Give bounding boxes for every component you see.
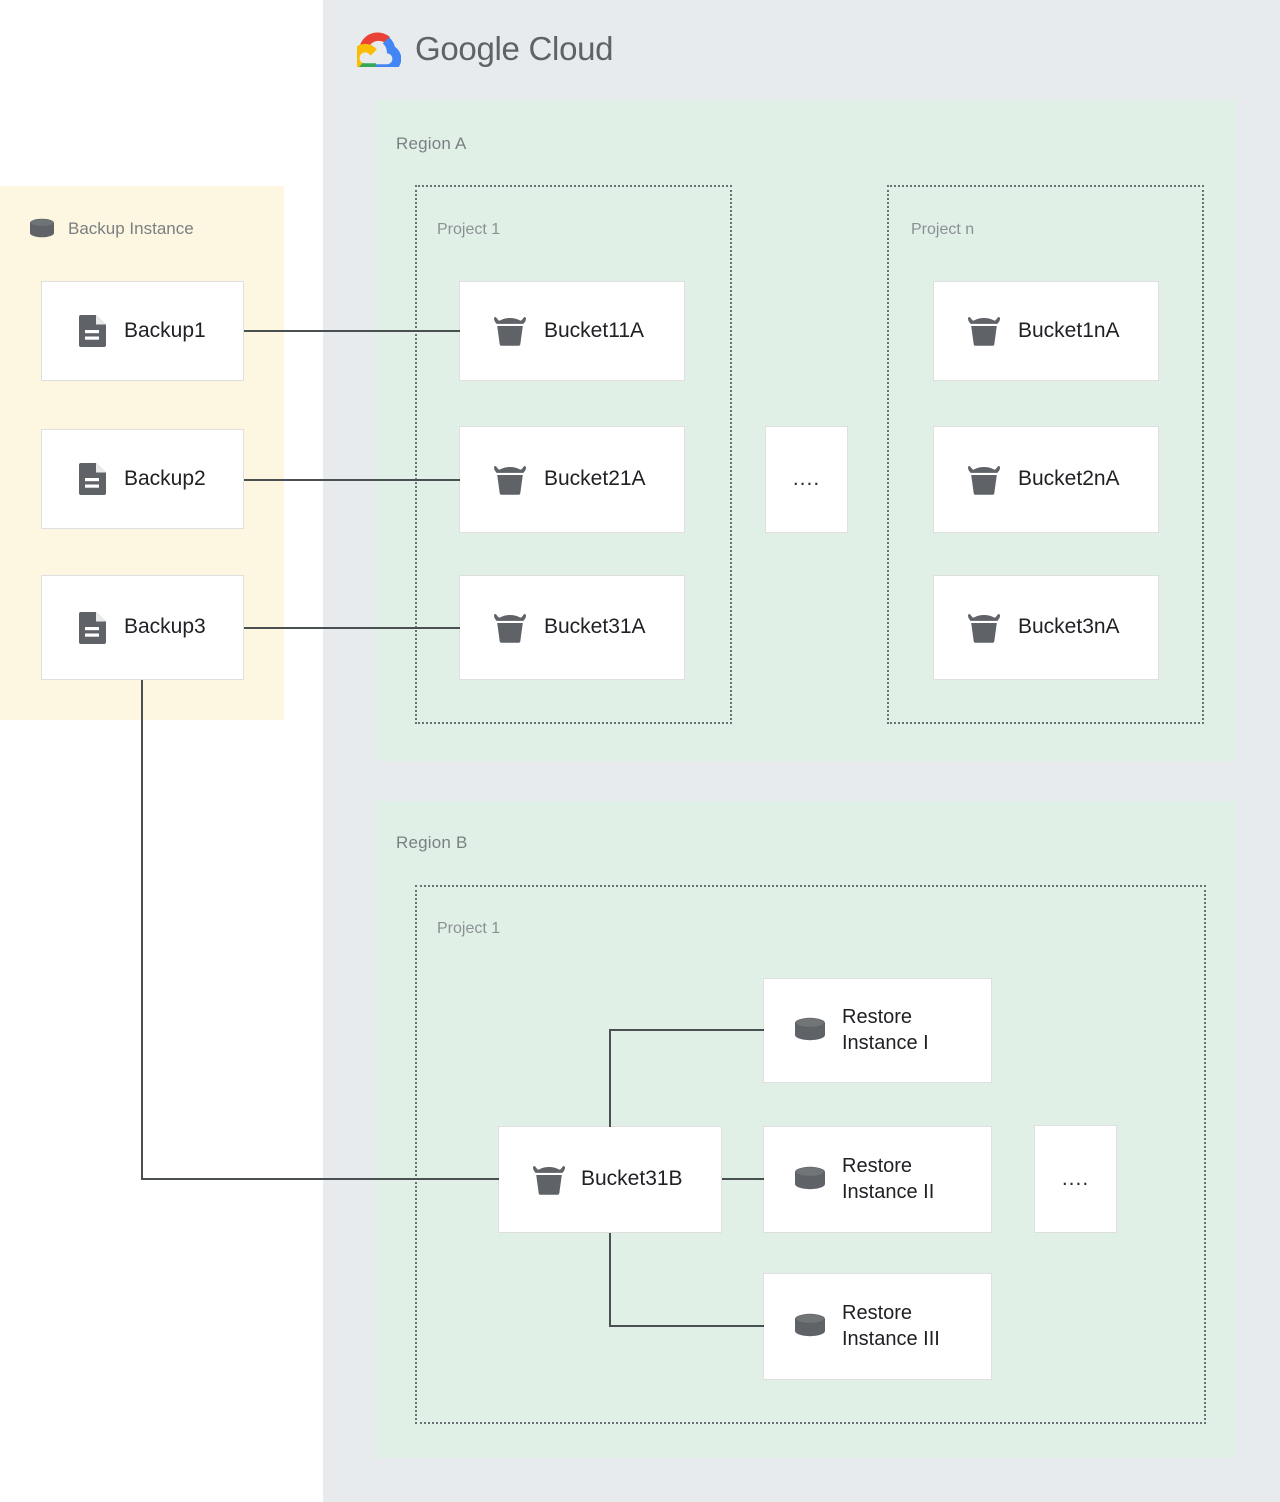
restore-instance-1-line1: Restore: [842, 1005, 913, 1028]
region-b-label: Region B: [396, 833, 468, 852]
project-1-region-a-label: Project 1: [437, 221, 501, 238]
bucket-card-31b[interactable]: Bucket31B: [498, 1126, 722, 1233]
backup-card-2-label: Backup2: [124, 466, 206, 490]
database-cylinder-icon: [792, 1312, 828, 1342]
project-n-region-a-label: Project n: [911, 221, 975, 238]
connector-backup3-to-bucket31b-horizontal: [141, 1178, 499, 1180]
restore-instance-2-line1: Restore: [842, 1154, 913, 1177]
connector-bucket31b-to-restore1-horizontal: [609, 1029, 764, 1031]
bucket-icon: [492, 315, 528, 347]
bucket-card-11a-label: Bucket11A: [544, 318, 645, 342]
document-icon: [78, 462, 108, 496]
bucket-card-3na-label: Bucket3nA: [1018, 615, 1120, 639]
brand-name-cloud: Cloud: [528, 30, 614, 67]
connector-bucket31b-to-restore3-horizontal: [609, 1325, 764, 1327]
bucket-card-2na[interactable]: Bucket2nA: [933, 426, 1159, 533]
ellipsis-card-region-b: ....: [1034, 1125, 1117, 1233]
project-n-region-a-boundary: [887, 185, 1204, 724]
connector-bucket31b-to-restore2: [722, 1178, 764, 1180]
bucket-icon: [492, 464, 528, 496]
restore-instance-card-1[interactable]: Restore Instance I: [763, 978, 992, 1083]
backup-instance-header: Backup Instance: [28, 218, 194, 240]
database-cylinder-icon: [792, 1016, 828, 1046]
bucket-card-3na[interactable]: Bucket3nA: [933, 575, 1159, 680]
restore-instance-3-line1: Restore: [842, 1301, 913, 1324]
bucket-card-1na[interactable]: Bucket1nA: [933, 281, 1159, 381]
bucket-icon: [531, 1164, 567, 1196]
database-cylinder-icon: [792, 1165, 828, 1195]
backup-instance-title: Backup Instance: [68, 219, 194, 238]
bucket-icon: [966, 464, 1002, 496]
restore-instance-3-line2: Instance III: [842, 1327, 940, 1350]
backup-card-3-label: Backup3: [124, 615, 206, 639]
connector-backup1-to-bucket11a: [244, 330, 460, 332]
restore-instance-card-1-label: Restore Instance I: [842, 1005, 929, 1056]
bucket-icon: [966, 612, 1002, 644]
document-icon: [78, 611, 108, 645]
document-icon: [78, 314, 108, 348]
backup-card-2[interactable]: Backup2: [41, 429, 244, 529]
ellipsis-label: ....: [792, 467, 821, 491]
connector-bucket31b-to-restore3-vertical: [609, 1233, 611, 1327]
connector-backup2-to-bucket21a: [244, 479, 460, 481]
google-cloud-logo-icon: [357, 32, 401, 67]
connector-bucket31b-to-restore1-vertical: [609, 1029, 611, 1127]
region-a-label: Region A: [396, 134, 467, 153]
bucket-icon: [492, 612, 528, 644]
restore-instance-2-line2: Instance II: [842, 1180, 935, 1203]
backup-card-3[interactable]: Backup3: [41, 575, 244, 680]
ellipsis-label: ....: [1061, 1166, 1090, 1190]
bucket-card-31a[interactable]: Bucket31A: [459, 575, 685, 680]
restore-instance-card-3[interactable]: Restore Instance III: [763, 1273, 992, 1380]
bucket-card-1na-label: Bucket1nA: [1018, 318, 1120, 342]
ellipsis-card-region-a: ....: [765, 426, 848, 533]
bucket-icon: [966, 315, 1002, 347]
bucket-card-21a[interactable]: Bucket21A: [459, 426, 685, 533]
bucket-card-31a-label: Bucket31A: [544, 615, 646, 639]
connector-backup3-to-bucket31b-vertical: [141, 680, 143, 1180]
restore-instance-1-line2: Instance I: [842, 1031, 929, 1054]
bucket-card-21a-label: Bucket21A: [544, 467, 646, 491]
backup-card-1-label: Backup1: [124, 318, 206, 342]
project-1-region-a-boundary: [415, 185, 732, 724]
restore-instance-card-2-label: Restore Instance II: [842, 1154, 934, 1205]
backup-card-1[interactable]: Backup1: [41, 281, 244, 381]
bucket-card-11a[interactable]: Bucket11A: [459, 281, 685, 381]
brand-wordmark: Google Cloud: [415, 30, 614, 68]
brand-name-google: Google: [415, 30, 520, 67]
project-1-region-b-boundary: [415, 885, 1206, 1424]
connector-backup3-to-bucket31a: [244, 627, 460, 629]
database-cylinder-icon: [30, 218, 54, 238]
bucket-card-2na-label: Bucket2nA: [1018, 467, 1120, 491]
bucket-card-31b-label: Bucket31B: [581, 1167, 683, 1191]
restore-instance-card-2[interactable]: Restore Instance II: [763, 1126, 992, 1233]
google-cloud-logo: Google Cloud: [357, 30, 614, 68]
project-1-region-b-label: Project 1: [437, 920, 501, 937]
restore-instance-card-3-label: Restore Instance III: [842, 1301, 940, 1352]
